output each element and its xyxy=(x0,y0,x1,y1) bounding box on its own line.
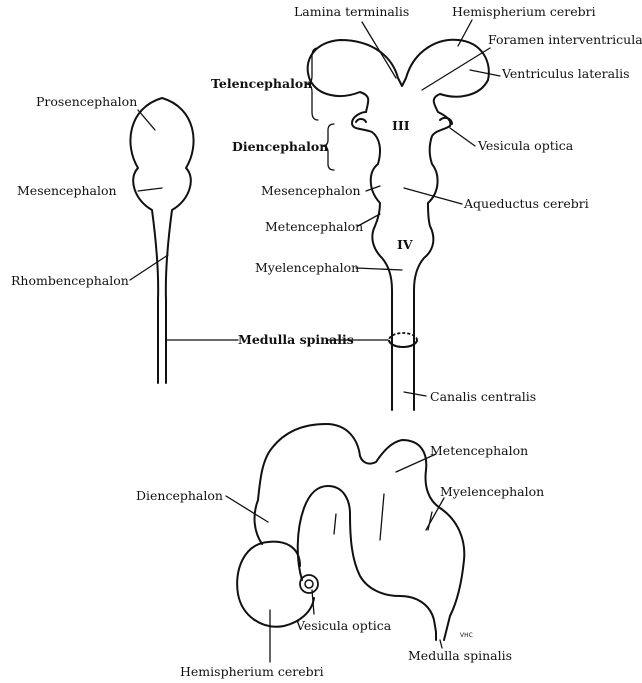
label-foramen-interventriculare: Foramen interventriculare xyxy=(488,32,642,47)
leader-rhombencephalon xyxy=(130,255,168,280)
label-hemispherium-cerebri-top: Hemispherium cerebri xyxy=(452,4,596,19)
leader-mesencephalon-left xyxy=(138,188,162,191)
label-ventricle-iv: IV xyxy=(397,237,413,252)
label-diencephalon-bottom: Diencephalon xyxy=(136,488,223,503)
label-mesencephalon-left: Mesencephalon xyxy=(17,183,117,198)
label-telencephalon: Telencephalon xyxy=(211,76,312,91)
label-ventricle-iii: III xyxy=(392,118,410,133)
label-mesencephalon-right: Mesencephalon xyxy=(261,183,361,198)
division-line-1 xyxy=(380,494,384,540)
leader-aqueductus-cerebri xyxy=(404,188,462,204)
label-ventriculus-lateralis: Ventriculus lateralis xyxy=(501,66,630,81)
label-rhombencephalon: Rhombencephalon xyxy=(11,273,129,288)
leader-medulla-bottom xyxy=(440,640,442,648)
leader-myelencephalon-right xyxy=(356,268,402,270)
label-prosencephalon: Prosencephalon xyxy=(36,94,137,109)
label-diencephalon-right: Diencephalon xyxy=(232,139,328,154)
vesicula-optica-inner xyxy=(305,580,313,588)
label-lamina-terminalis: Lamina terminalis xyxy=(294,4,409,19)
five-vesicle-brain: Lamina terminalis Hemispherium cerebri F… xyxy=(211,4,642,410)
leader-diencephalon-bottom xyxy=(226,496,268,522)
leader-vesicula-optica xyxy=(450,128,475,146)
label-metencephalon-right: Metencephalon xyxy=(265,219,363,234)
lateral-inner-flexure xyxy=(298,486,436,640)
leader-lamina-terminalis xyxy=(362,22,396,78)
label-myelencephalon-bottom: Myelencephalon xyxy=(440,484,544,499)
label-metencephalon-bottom: Metencephalon xyxy=(430,443,528,458)
label-vesicula-optica-bottom: Vesicula optica xyxy=(295,618,392,633)
leader-ventriculus-lateralis xyxy=(470,70,500,76)
label-aqueductus-cerebri: Aqueductus cerebri xyxy=(463,196,589,211)
leader-foramen-interventriculare xyxy=(422,48,490,90)
medulla-cross-section-front xyxy=(389,340,417,347)
artist-signature: VHC xyxy=(460,632,473,639)
vesicula-optica-outer xyxy=(300,575,318,593)
left-optic-notch xyxy=(356,119,366,122)
lateral-brain-view: Metencephalon Diencephalon Myelencephalo… xyxy=(136,424,544,679)
label-medulla-spinalis-bottom: Medulla spinalis xyxy=(408,648,512,663)
label-hemispherium-cerebri-bottom: Hemispherium cerebri xyxy=(180,664,324,679)
label-canalis-centralis: Canalis centralis xyxy=(430,389,536,404)
three-vesicle-brain: Prosencephalon Mesencephalon Rhombenceph… xyxy=(11,94,238,383)
leader-prosencephalon xyxy=(138,110,155,130)
label-vesicula-optica-right: Vesicula optica xyxy=(477,138,574,153)
division-line-3 xyxy=(334,514,336,534)
label-myelencephalon-right: Myelencephalon xyxy=(255,260,359,275)
hemispherium-lobe xyxy=(237,542,314,627)
